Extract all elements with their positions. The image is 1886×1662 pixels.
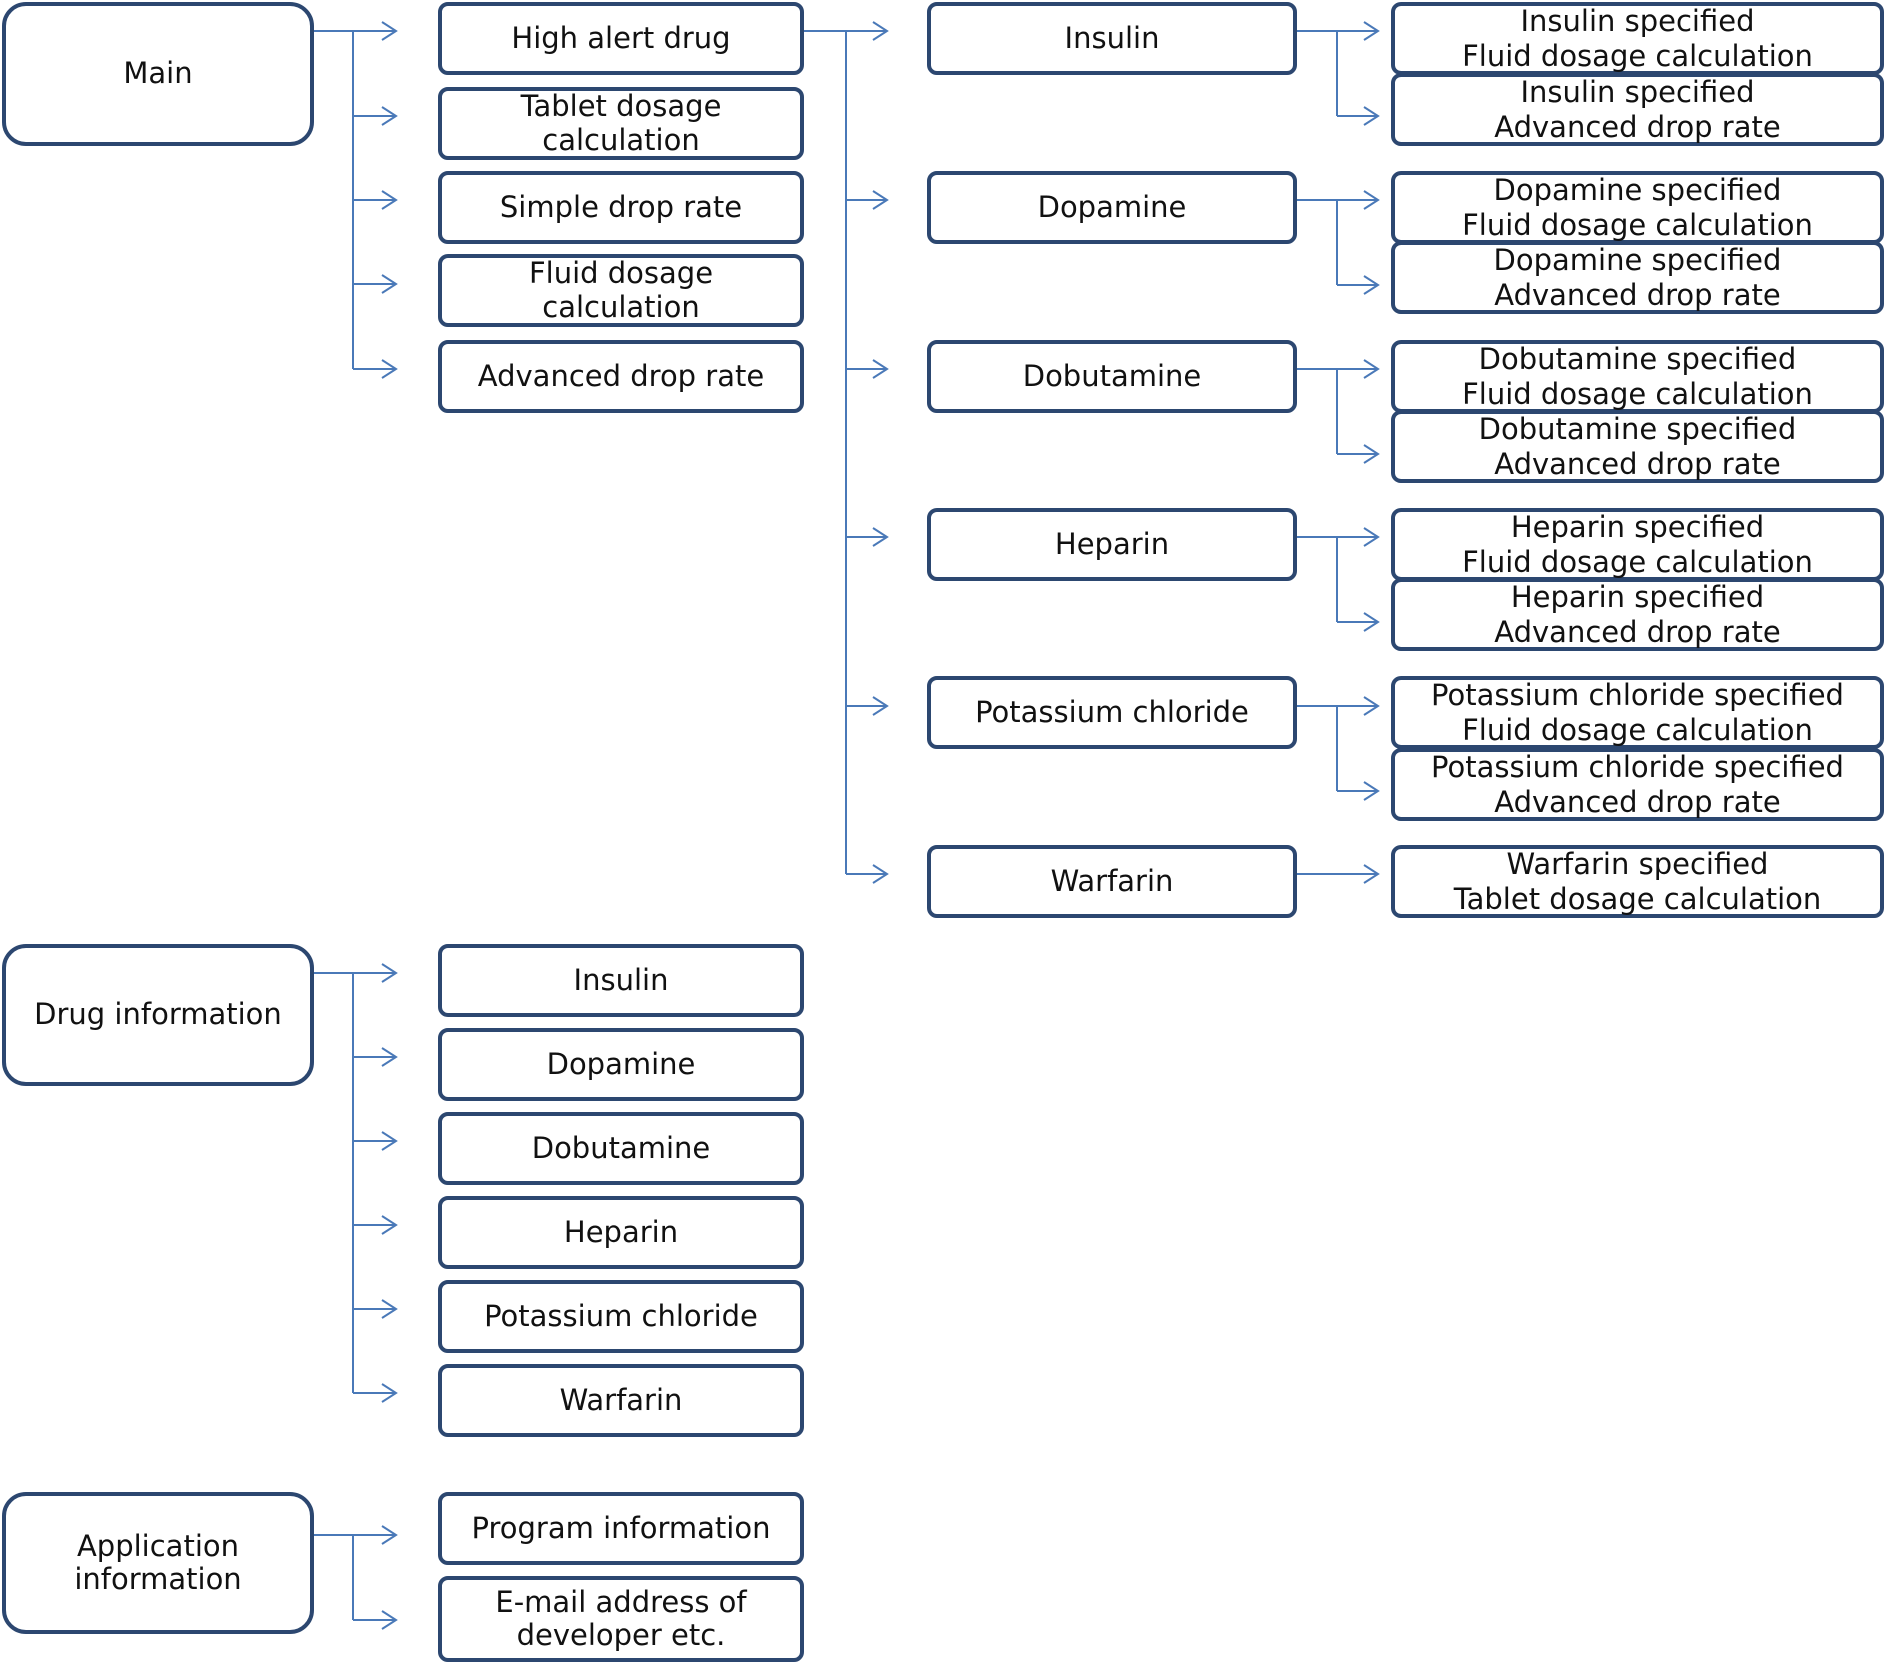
app-info-program-information: Program information (438, 1492, 804, 1565)
drug-info-dobutamine: Dobutamine (438, 1112, 804, 1185)
potassium-chloride-fluid-dosage: Potassium chloride specified Fluid dosag… (1391, 676, 1884, 749)
drug-info-dopamine: Dopamine (438, 1028, 804, 1101)
arrowhead-icon (381, 106, 398, 126)
arrowhead-icon (872, 190, 889, 210)
arrowhead-icon (381, 1215, 398, 1235)
arrowhead-icon (381, 190, 398, 210)
main-item-simple-drop-rate: Simple drop rate (438, 171, 804, 244)
heparin-fluid-dosage: Heparin specified Fluid dosage calculati… (1391, 508, 1884, 581)
arrowhead-icon (381, 359, 398, 379)
arrowhead-icon (381, 274, 398, 294)
arrowhead-icon (1363, 21, 1380, 41)
arrowhead-icon (872, 864, 889, 884)
arrowhead-icon (1363, 612, 1380, 632)
insulin-fluid-dosage: Insulin specified Fluid dosage calculati… (1391, 2, 1884, 75)
insulin-advanced-drop-rate: Insulin specified Advanced drop rate (1391, 73, 1884, 146)
arrowhead-icon (1363, 864, 1380, 884)
arrowhead-icon (872, 21, 889, 41)
arrowhead-icon (381, 1131, 398, 1151)
arrowhead-icon (1363, 781, 1380, 801)
arrowhead-icon (872, 359, 889, 379)
high-alert-dopamine: Dopamine (927, 171, 1297, 244)
high-alert-dobutamine: Dobutamine (927, 340, 1297, 413)
high-alert-heparin: Heparin (927, 508, 1297, 581)
main-item-tablet-dosage: Tablet dosage calculation (438, 87, 804, 160)
dobutamine-advanced-drop-rate: Dobutamine specified Advanced drop rate (1391, 410, 1884, 483)
arrowhead-icon (1363, 190, 1380, 210)
arrowhead-icon (1363, 696, 1380, 716)
potassium-chloride-advanced-drop-rate: Potassium chloride specified Advanced dr… (1391, 748, 1884, 821)
main-item-advanced-drop-rate: Advanced drop rate (438, 340, 804, 413)
high-alert-warfarin: Warfarin (927, 845, 1297, 918)
arrowhead-icon (1363, 444, 1380, 464)
arrowhead-icon (381, 1610, 398, 1630)
arrowhead-icon (1363, 275, 1380, 295)
high-alert-insulin: Insulin (927, 2, 1297, 75)
drug-info-insulin: Insulin (438, 944, 804, 1017)
dopamine-advanced-drop-rate: Dopamine specified Advanced drop rate (1391, 241, 1884, 314)
arrowhead-icon (381, 963, 398, 983)
drug-info-potassium-chloride: Potassium chloride (438, 1280, 804, 1353)
drug-info-heparin: Heparin (438, 1196, 804, 1269)
dobutamine-fluid-dosage: Dobutamine specified Fluid dosage calcul… (1391, 340, 1884, 413)
main-node: Main (2, 2, 314, 146)
arrowhead-icon (381, 1299, 398, 1319)
arrowhead-icon (381, 21, 398, 41)
main-item-fluid-dosage: Fluid dosage calculation (438, 254, 804, 327)
arrowhead-icon (872, 696, 889, 716)
heparin-advanced-drop-rate: Heparin specified Advanced drop rate (1391, 578, 1884, 651)
application-information-node: Application information (2, 1492, 314, 1634)
warfarin-tablet-dosage: Warfarin specified Tablet dosage calcula… (1391, 845, 1884, 918)
arrowhead-icon (381, 1047, 398, 1067)
dopamine-fluid-dosage: Dopamine specified Fluid dosage calculat… (1391, 171, 1884, 244)
arrowhead-icon (381, 1525, 398, 1545)
high-alert-potassium-chloride: Potassium chloride (927, 676, 1297, 749)
app-info-developer-email: E-mail address of developer etc. (438, 1576, 804, 1662)
main-item-high-alert-drug: High alert drug (438, 2, 804, 75)
arrowhead-icon (1363, 527, 1380, 547)
arrowhead-icon (872, 527, 889, 547)
arrowhead-icon (381, 1383, 398, 1403)
drug-info-warfarin: Warfarin (438, 1364, 804, 1437)
arrowhead-icon (1363, 106, 1380, 126)
arrowhead-icon (1363, 359, 1380, 379)
drug-information-node: Drug information (2, 944, 314, 1086)
